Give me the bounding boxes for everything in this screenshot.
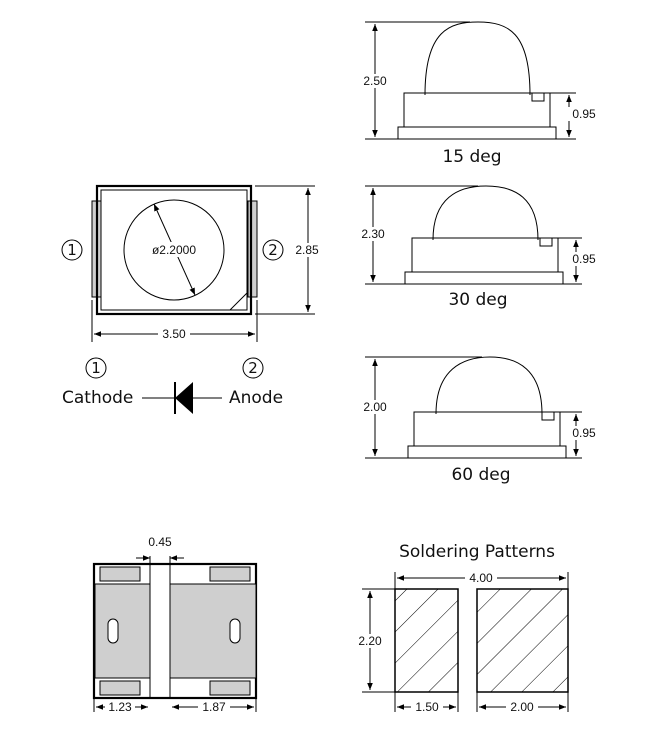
soldering-title: Soldering Patterns bbox=[399, 542, 555, 562]
anode-label: Anode bbox=[229, 388, 283, 408]
total-width-label-bg bbox=[465, 571, 497, 585]
side-base bbox=[404, 271, 564, 285]
pad-tab bbox=[209, 566, 251, 582]
side-view-15deg: 2.50 0.95 15 deg bbox=[358, 21, 600, 167]
side-body bbox=[411, 237, 559, 273]
right-width-label: 2.00 bbox=[510, 700, 534, 714]
total-height-label: 2.30 bbox=[361, 227, 385, 241]
diameter-label: ø2.2000 bbox=[152, 243, 196, 257]
side-lens bbox=[424, 21, 531, 96]
left-pad bbox=[94, 583, 151, 679]
height-label: 2.20 bbox=[358, 634, 382, 648]
side-lens bbox=[435, 356, 543, 415]
right-solder-pad bbox=[476, 588, 569, 693]
total-height-label: 2.00 bbox=[363, 400, 387, 414]
pad-tab bbox=[99, 566, 141, 582]
polarity-pin1-marker: 1 bbox=[91, 359, 101, 377]
side-body bbox=[403, 92, 551, 128]
lens-circle bbox=[123, 199, 225, 301]
left-width-label: 1.50 bbox=[415, 700, 439, 714]
height-label-bg bbox=[353, 634, 387, 648]
right-pad-label: 1.87 bbox=[202, 700, 226, 714]
polarity-pin2-circle bbox=[242, 357, 264, 379]
soldering-patterns: Soldering Patterns 4.00 2.20 1.50 2.00 bbox=[353, 542, 569, 714]
cathode-corner-mark bbox=[229, 292, 248, 311]
body-height-label: 0.95 bbox=[572, 107, 596, 121]
package-outline bbox=[95, 184, 253, 316]
right-lead bbox=[247, 200, 258, 298]
left-width-label-bg bbox=[411, 700, 443, 714]
pad-tab bbox=[99, 680, 141, 696]
diode-symbol-icon bbox=[175, 382, 193, 414]
side-caption: 15 deg bbox=[442, 147, 501, 167]
left-solder-pad bbox=[394, 588, 459, 693]
polarity-pin1-circle bbox=[85, 357, 107, 379]
width-label-bg bbox=[158, 327, 190, 341]
body-height-label: 0.95 bbox=[572, 252, 596, 266]
total-width-label: 4.00 bbox=[469, 571, 493, 585]
cathode-label: Cathode bbox=[62, 388, 133, 408]
right-pad-slot bbox=[229, 618, 241, 644]
bottom-view: 0.45 1.23 1.87 bbox=[92, 535, 258, 714]
left-pad-label-bg bbox=[105, 700, 135, 714]
total-height-label-bg bbox=[356, 227, 390, 241]
right-width-label-bg bbox=[506, 700, 538, 714]
side-notch bbox=[541, 411, 555, 421]
polarity-diagram: 1 2 Cathode Anode bbox=[62, 357, 283, 414]
package-inner-outline bbox=[100, 189, 248, 311]
side-caption: 30 deg bbox=[448, 290, 507, 310]
right-pad-label-bg bbox=[198, 700, 230, 714]
left-pad-label: 1.23 bbox=[108, 700, 132, 714]
total-height-label: 2.50 bbox=[363, 74, 387, 88]
right-pad bbox=[169, 583, 257, 679]
diameter-label-bg bbox=[146, 242, 202, 257]
side-base bbox=[397, 126, 557, 140]
left-pad-slot bbox=[107, 618, 119, 644]
side-view-60deg: 2.00 0.95 60 deg bbox=[358, 356, 600, 485]
polarity-pin2-marker: 2 bbox=[248, 359, 258, 377]
side-body bbox=[413, 411, 561, 447]
side-view-30deg: 2.30 0.95 30 deg bbox=[356, 185, 600, 310]
pin2-marker-circle bbox=[262, 239, 284, 261]
top-view: ø2.2000 1 2 2.85 3.50 bbox=[61, 184, 324, 342]
side-base bbox=[407, 445, 567, 459]
side-notch bbox=[539, 237, 553, 247]
width-label: 3.50 bbox=[162, 327, 186, 341]
side-caption: 60 deg bbox=[451, 465, 510, 485]
body-height-label: 0.95 bbox=[572, 426, 596, 440]
pad-tab bbox=[209, 680, 251, 696]
pin1-marker: 1 bbox=[67, 241, 77, 259]
body-height-label-bg bbox=[568, 252, 600, 266]
side-notch bbox=[531, 92, 545, 102]
total-height-label-bg bbox=[358, 400, 392, 414]
gap-label: 0.45 bbox=[148, 535, 172, 549]
pin2-marker: 2 bbox=[268, 241, 278, 259]
body-height-label-bg bbox=[568, 107, 600, 121]
height-label: 2.85 bbox=[295, 243, 319, 257]
side-lens bbox=[432, 185, 539, 241]
body-height-label-bg bbox=[568, 426, 600, 440]
height-label-bg bbox=[290, 243, 324, 257]
total-height-label-bg bbox=[358, 74, 392, 88]
pin1-marker-circle bbox=[61, 239, 83, 261]
